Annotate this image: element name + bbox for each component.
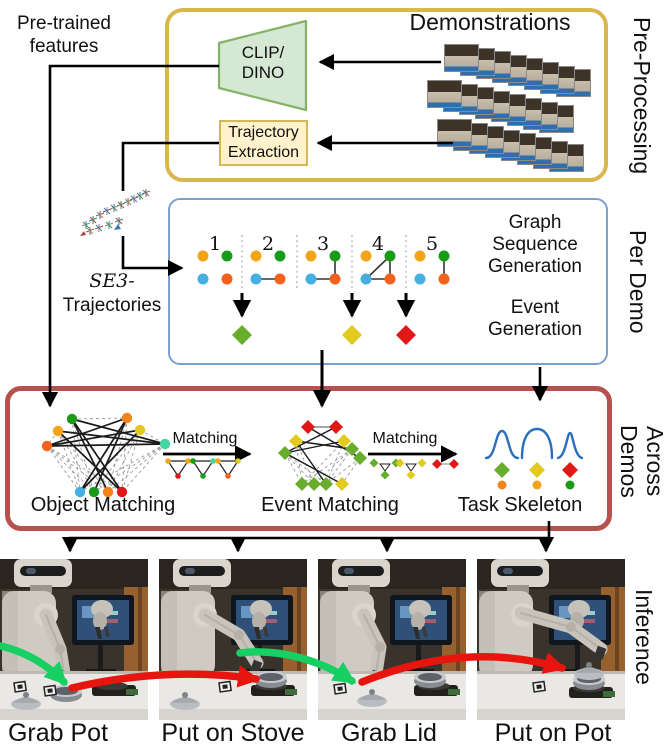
se3-trajectories-label: SE3- Trajectories xyxy=(52,269,172,318)
clip-line2: DINO xyxy=(241,63,285,82)
se3-line2: Trajectories xyxy=(62,295,162,316)
pretrained-line2: features xyxy=(29,36,99,57)
graph-sequence-generation-label: Graph Sequence Generation xyxy=(470,212,600,278)
clip-line1: CLIP/ xyxy=(241,43,285,62)
object-matching-label: Object Matching xyxy=(30,494,176,516)
side-label-demos: Demos xyxy=(616,424,642,498)
robot-photo-grab-pot xyxy=(0,559,148,720)
side-label-preprocessing: Pre-Processing xyxy=(629,17,655,175)
demonstrations-title: Demonstrations xyxy=(409,9,571,35)
clip-dino-label: CLIP/ DINO xyxy=(221,43,305,83)
demo-frame xyxy=(427,80,462,108)
robot-photo-put-on-stove xyxy=(159,559,307,720)
evg-line1: Event xyxy=(510,297,560,318)
gsg-line3: Generation xyxy=(487,256,582,277)
event-matching-label: Event Matching xyxy=(261,494,399,516)
side-label-inference: Inference xyxy=(631,589,657,685)
trajectory-line1: Trajectory xyxy=(228,124,299,141)
robot-photo-put-on-pot xyxy=(477,559,625,720)
task-skeleton-label: Task Skeleton xyxy=(457,494,583,516)
matching-label-1: Matching xyxy=(172,430,238,447)
step-label-put-on-pot: Put on Pot xyxy=(494,719,612,747)
trajectory-line2: Extraction xyxy=(227,144,300,161)
matching-label-2: Matching xyxy=(372,430,438,447)
step-label-put-on-stove: Put on Stove xyxy=(161,719,305,747)
gsg-line2: Sequence xyxy=(492,234,578,255)
step-label-grab-pot: Grab Pot xyxy=(7,719,109,747)
demo-frame xyxy=(437,119,472,147)
robot-photo-grab-lid xyxy=(318,559,466,720)
pretrained-line1: Pre-trained xyxy=(17,13,111,34)
side-label-per-demo: Per Demo xyxy=(625,230,651,334)
evg-line2: Generation xyxy=(487,319,582,340)
trajectory-extraction-box: Trajectory Extraction xyxy=(219,120,308,166)
side-label-across: Across xyxy=(642,425,667,497)
pretrained-features-label: Pre-trained features xyxy=(5,12,123,58)
event-generation-label: Event Generation xyxy=(470,297,600,341)
se3-line1: SE3- xyxy=(89,270,135,292)
demo-frame xyxy=(444,44,479,72)
step-label-grab-lid: Grab Lid xyxy=(341,719,437,747)
gsg-line1: Graph xyxy=(508,212,562,233)
